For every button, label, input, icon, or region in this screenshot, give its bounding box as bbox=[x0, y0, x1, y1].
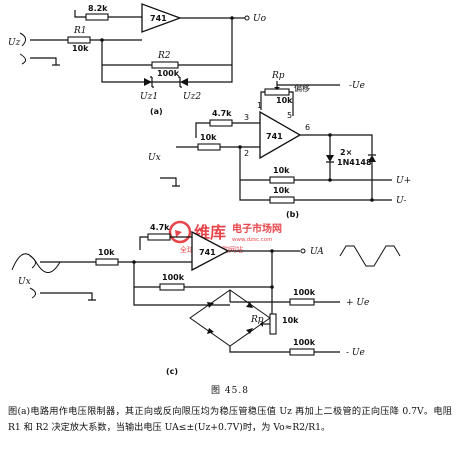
watermark-url: www.dzsc.com bbox=[232, 237, 273, 243]
label-r-10k-b-pos: 10k bbox=[273, 166, 290, 175]
watermark: 维库 电子市场网 www.dzsc.com 全球最大IC采购网站 bbox=[168, 220, 282, 254]
zener-diode-2 bbox=[180, 78, 188, 86]
resistor-100k-c-fb bbox=[159, 283, 185, 291]
circuit-b: Rp 10k 偏移 -Ue 1 5 741 4.7k 3 10k 2 Ux 6 … bbox=[148, 71, 411, 219]
label-opamp-a: 741 bbox=[150, 14, 167, 23]
resistor-10k-b-in bbox=[197, 143, 221, 151]
terminal-a-out bbox=[244, 15, 250, 21]
zener-diode-1 bbox=[144, 78, 152, 86]
label-offset: 偏移 bbox=[294, 83, 310, 93]
opamp-b bbox=[259, 110, 302, 160]
label-pin2: 2 bbox=[244, 149, 249, 158]
label-r-10k-b-in: 10k bbox=[200, 133, 217, 142]
label-c-output: UA bbox=[310, 247, 324, 257]
resistor-4-7k-c bbox=[147, 233, 171, 241]
label-zener-2: Uz2 bbox=[183, 92, 201, 102]
resistor-r1 bbox=[67, 36, 91, 44]
label-r-4-7k-c: 4.7k bbox=[150, 223, 170, 232]
label-pin5: 5 bbox=[287, 111, 292, 120]
label-c-input: Ux bbox=[18, 277, 31, 287]
output-waveform bbox=[339, 245, 401, 267]
schematic-figure: 8.2k 741 Uo R1 10k Uz R2 100k Uz1 Uz2 bbox=[8, 3, 411, 376]
label-out-neg: U- bbox=[396, 196, 406, 206]
potentiometer-rp-c bbox=[269, 313, 277, 335]
circuit-a: 8.2k 741 Uo R1 10k Uz R2 100k Uz1 Uz2 bbox=[8, 3, 267, 116]
label-panel-a: (a) bbox=[150, 107, 163, 116]
circuit-c: 4.7k 741 UA 10k Ux 100k Rp bbox=[11, 223, 401, 376]
opamp-a bbox=[141, 3, 182, 33]
label-rp-c: Rp bbox=[250, 315, 264, 325]
label-rp-b: Rp bbox=[271, 71, 285, 81]
figure-caption: 图 45.8 bbox=[211, 386, 249, 396]
label-r-10k-b-neg: 10k bbox=[273, 186, 290, 195]
label-rp-c-value: 10k bbox=[282, 316, 299, 325]
label-diode-part: 1N4148 bbox=[337, 158, 372, 167]
diode-1n4148-2 bbox=[368, 155, 376, 162]
label-r2-value: 100k bbox=[157, 69, 180, 78]
label-a-output: Uo bbox=[253, 14, 267, 24]
label-pin3: 3 bbox=[244, 113, 249, 122]
label-r-4-7k-b: 4.7k bbox=[212, 109, 232, 118]
resistor-100k-c-neg bbox=[289, 348, 315, 356]
label-panel-c: (c) bbox=[166, 367, 178, 376]
diode-1n4148-1 bbox=[326, 155, 334, 162]
description-text: 图(a)电路用作电压限制器，其正向或反向限压均为稳压管稳压值 Uz 再加上二极管… bbox=[8, 406, 452, 433]
label-a-input: Uz bbox=[8, 38, 21, 48]
label-r-8-2k: 8.2k bbox=[88, 4, 108, 13]
label-rp-b-value: 10k bbox=[276, 96, 293, 105]
label-r1: R1 bbox=[73, 26, 87, 36]
label-c-pos-supply: + Ue bbox=[346, 298, 369, 308]
label-zener-1: Uz1 bbox=[140, 92, 158, 102]
resistor-4-7k-b bbox=[209, 119, 233, 127]
label-diode-count: 2× bbox=[340, 148, 352, 157]
resistor-10k-b-neg bbox=[269, 196, 295, 204]
label-pin6: 6 bbox=[305, 123, 310, 132]
label-r-100k-c-pos: 100k bbox=[293, 288, 316, 297]
label-out-pos: U+ bbox=[396, 176, 411, 186]
label-c-neg-supply: - Ue bbox=[346, 348, 365, 358]
resistor-100k-c-pos bbox=[289, 298, 315, 306]
resistor-10k-c-in bbox=[95, 258, 119, 266]
resistor-8-2k bbox=[85, 13, 109, 21]
label-r1-value: 10k bbox=[72, 44, 89, 53]
resistor-r2 bbox=[151, 61, 179, 69]
opamp-c bbox=[191, 230, 230, 272]
label-b-input: Ux bbox=[148, 153, 161, 163]
label-r-10k-c-in: 10k bbox=[98, 248, 115, 257]
watermark-site: 电子市场网 bbox=[232, 222, 282, 235]
label-r2: R2 bbox=[157, 51, 171, 61]
label-opamp-c: 741 bbox=[199, 248, 216, 257]
label-panel-b: (b) bbox=[286, 210, 299, 219]
label-opamp-b: 741 bbox=[266, 132, 283, 141]
label-r-100k-c-neg: 100k bbox=[293, 338, 316, 347]
label-r-100k-c-fb: 100k bbox=[162, 273, 185, 282]
label-b-neg-supply: -Ue bbox=[349, 81, 365, 91]
resistor-10k-b-pos bbox=[269, 176, 295, 184]
label-pin1: 1 bbox=[257, 101, 262, 110]
